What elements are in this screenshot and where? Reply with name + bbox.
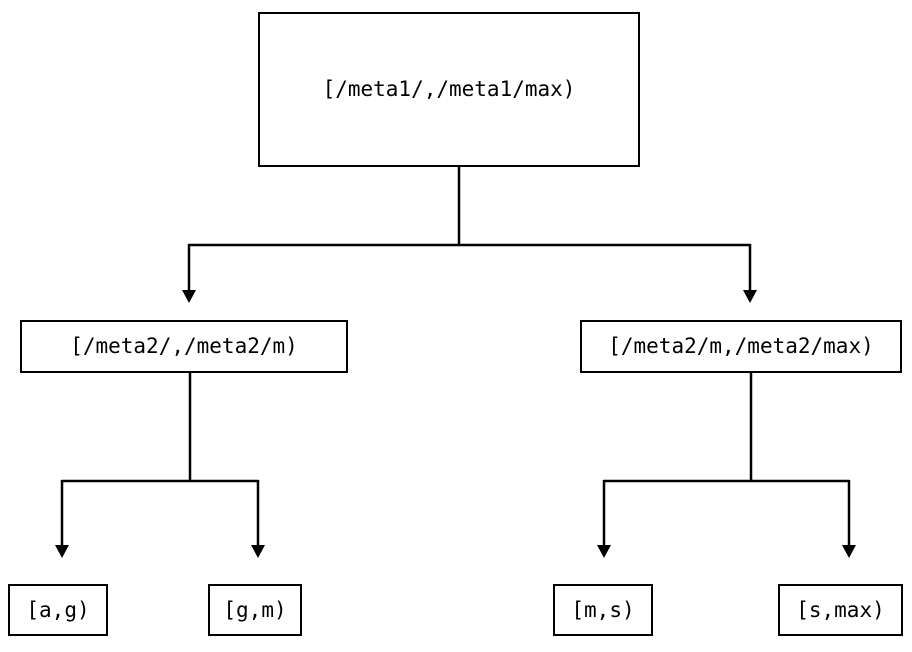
node-mid-left[interactable]: [/meta2/,/meta2/m) bbox=[20, 320, 348, 373]
edge-midright-to-leaves bbox=[597, 373, 856, 558]
node-leaf-1-label: [a,g) bbox=[26, 597, 90, 622]
edge-root-to-middles bbox=[182, 167, 757, 303]
node-mid-left-label: [/meta2/,/meta2/m) bbox=[70, 334, 298, 358]
arrowhead-to-leaf-4 bbox=[842, 545, 856, 558]
node-leaf-3-label: [m,s) bbox=[571, 597, 635, 622]
node-leaf-2[interactable]: [g,m) bbox=[208, 584, 302, 636]
arrowhead-to-leaf-3 bbox=[597, 545, 611, 558]
arrowhead-to-leaf-2 bbox=[251, 545, 265, 558]
node-mid-right[interactable]: [/meta2/m,/meta2/max) bbox=[580, 320, 902, 373]
node-leaf-3[interactable]: [m,s) bbox=[553, 584, 653, 636]
node-leaf-4-label: [s,max) bbox=[796, 597, 885, 622]
node-root[interactable]: [/meta1/,/meta1/max) bbox=[258, 12, 640, 167]
arrowhead-to-mid-left bbox=[182, 290, 196, 303]
edge-midleft-to-leaves bbox=[55, 373, 265, 558]
node-root-label: [/meta1/,/meta1/max) bbox=[322, 77, 576, 101]
node-leaf-2-label: [g,m) bbox=[223, 597, 287, 622]
arrowhead-to-mid-right bbox=[743, 290, 757, 303]
node-leaf-4[interactable]: [s,max) bbox=[778, 584, 903, 636]
arrowhead-to-leaf-1 bbox=[55, 545, 69, 558]
node-leaf-1[interactable]: [a,g) bbox=[8, 584, 108, 636]
node-mid-right-label: [/meta2/m,/meta2/max) bbox=[608, 334, 874, 358]
